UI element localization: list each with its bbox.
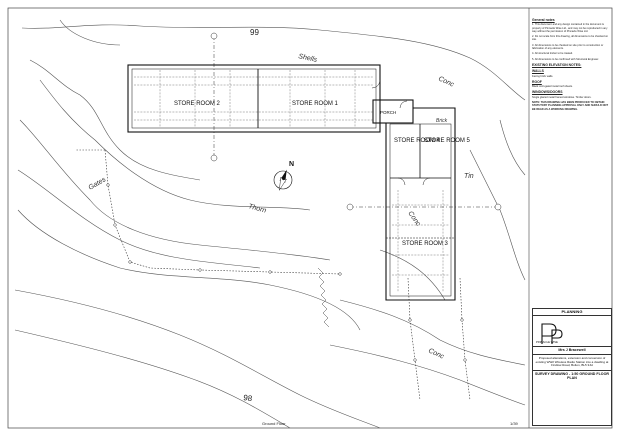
sheet-border — [7, 7, 613, 429]
room-label-store3: STORE ROOM 3 — [402, 241, 449, 247]
roof-heading: ROOF — [532, 79, 542, 84]
terrain-label-shells: Shells — [298, 53, 319, 64]
company-logo-icon — [541, 323, 563, 344]
windows-text: Single glazed metal framed windows. Timb… — [532, 95, 592, 99]
stage-label: PLANNING — [533, 309, 611, 316]
title-block: PLANNING PINNACLE WISE Mrs J Bracewell P… — [532, 308, 612, 426]
elevation-notes-heading: EXISTING ELEVATION NOTES: — [532, 62, 582, 67]
building-walls — [127, 64, 456, 301]
windows-heading: WINDOWS/DOORS — [532, 90, 563, 95]
general-notes-panel: General notes 1. This document and any d… — [532, 16, 612, 306]
roof-truss-lines — [134, 70, 449, 292]
general-note: 1. This document and any design containe… — [532, 23, 608, 33]
terrain-label-brick: Brick — [436, 118, 448, 124]
walls-text: Facing brick walls. — [532, 74, 554, 78]
drawing-title: SURVEY DRAWING - 1:50 GROUND FLOOR PLAN — [535, 371, 609, 380]
hedge-line — [317, 267, 330, 328]
logo-area: PINNACLE WISE — [533, 316, 611, 347]
general-notes-heading: General notes — [532, 18, 555, 22]
company-name: PINNACLE WISE — [536, 340, 558, 344]
page-number: 1/39 — [510, 421, 519, 426]
boundary-nodes — [106, 183, 467, 362]
roof-text: Black corrugated metal roof sheets. — [532, 85, 573, 89]
terrain-label-gates: Gates — [88, 176, 108, 192]
general-note: 2. Do not scale from this drawing, all d… — [532, 35, 609, 42]
terrain-label-conc-mid: Conc — [406, 210, 421, 228]
project-description: Proposed alterations, extension and conv… — [533, 355, 611, 371]
north-label: N — [289, 161, 294, 168]
room-label-store5: STORE ROOM 5 — [424, 138, 471, 144]
terrain-contours — [14, 19, 526, 429]
walls-heading: WALLS — [532, 69, 544, 74]
room-label-store1: STORE ROOM 1 — [292, 101, 339, 107]
terrain-label-thorn: Thorn — [247, 203, 267, 215]
north-arrow-icon — [273, 169, 293, 191]
room-label-porch: PORCH — [380, 110, 396, 115]
contour-label-99: 99 — [250, 28, 259, 37]
general-note: 4. All structural timber to be treated. — [532, 52, 573, 56]
door-symbols — [371, 79, 431, 186]
terrain-label-tin: Tin — [464, 173, 474, 180]
client-name: Mrs J Bracewell — [533, 347, 611, 356]
planning-warning: NOTE: THIS DRAWING HAS BEEN PRODUCED TO … — [532, 101, 609, 111]
terrain-label-conc-top: Conc — [437, 75, 455, 88]
section-markers — [210, 32, 502, 211]
terrain-label-conc-bottom: Conc — [427, 347, 445, 360]
site-boundary — [75, 149, 471, 401]
general-note: 5. All dimensions to be confirmed with S… — [532, 57, 599, 61]
room-label-store4: STORE ROOM 4 — [394, 138, 441, 144]
contour-label-98: 98 — [243, 393, 254, 403]
ground-floor-note: Ground Floor — [262, 421, 286, 426]
section-lines — [213, 36, 498, 208]
general-note: 3. All dimensions to be checked on site … — [532, 43, 604, 51]
room-label-store2: STORE ROOM 2 — [174, 101, 221, 107]
